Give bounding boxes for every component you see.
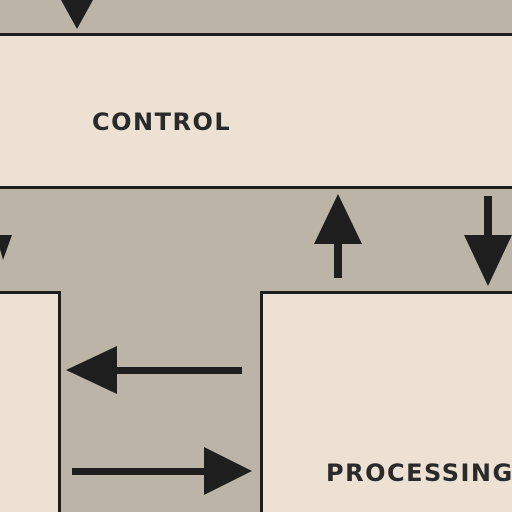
left-block — [0, 291, 61, 512]
control-label: CONTROL — [92, 108, 232, 136]
arrow-processing-to-left-block — [66, 346, 242, 394]
processing-label: PROCESSING — [326, 459, 512, 487]
arrow-left-block-to-processing — [72, 447, 252, 495]
arrow-control-to-left-block — [0, 235, 12, 260]
control-block — [0, 33, 512, 189]
arrow-processing-to-control — [314, 194, 362, 278]
arrow-into-control-from-top — [61, 0, 93, 29]
processing-block — [260, 291, 512, 512]
arrow-control-to-processing — [464, 196, 512, 286]
